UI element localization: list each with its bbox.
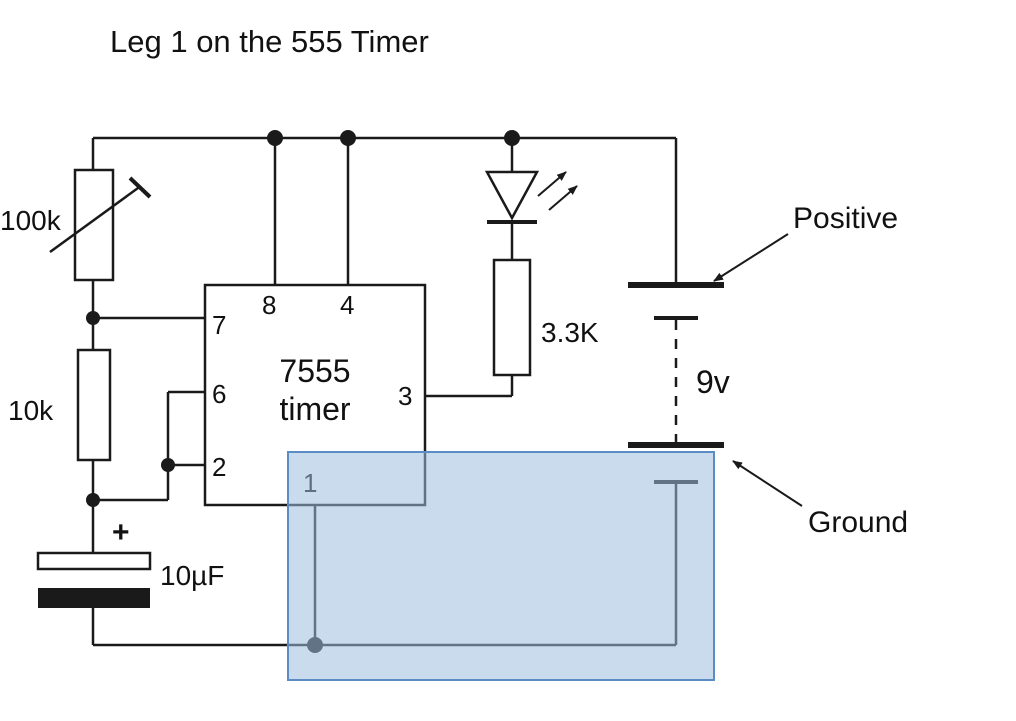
page-title: Leg 1 on the 555 Timer — [110, 24, 429, 59]
led-light-arrows — [537, 171, 578, 211]
capacitor-label: 10µF — [160, 560, 224, 591]
positive-label: Positive — [793, 202, 898, 235]
ic-name-line2: timer — [279, 391, 350, 427]
battery-label: 9v — [696, 364, 730, 400]
ic-pin-4-label: 4 — [340, 290, 354, 320]
ic-pin-6-label: 6 — [212, 379, 226, 409]
ground-arrow — [732, 460, 803, 507]
ground-annotation: Ground — [732, 460, 908, 539]
positive-annotation: Positive — [713, 202, 898, 282]
ground-label: Ground — [808, 506, 908, 539]
ic-pin-8-label: 8 — [262, 290, 276, 320]
capacitor-polarity: + — [112, 516, 130, 549]
led — [484, 170, 578, 224]
ic-pin-3-label: 3 — [398, 381, 412, 411]
resistor-3-3k: 3.3K — [492, 258, 599, 377]
ic-name-line1: 7555 — [279, 353, 350, 389]
ic-pin-7-label: 7 — [212, 310, 226, 340]
positive-arrow — [713, 233, 789, 282]
ic-pin-2-label: 2 — [212, 452, 226, 482]
capacitor-10uf: + 10µF — [36, 516, 224, 608]
potentiometer: 100k — [0, 168, 152, 282]
resistor-10k-label: 10k — [8, 395, 54, 426]
potentiometer-label: 100k — [0, 205, 62, 236]
highlight-overlay — [287, 451, 715, 681]
resistor-10k: 10k — [8, 348, 112, 462]
resistor-3-3k-label: 3.3K — [541, 317, 599, 348]
